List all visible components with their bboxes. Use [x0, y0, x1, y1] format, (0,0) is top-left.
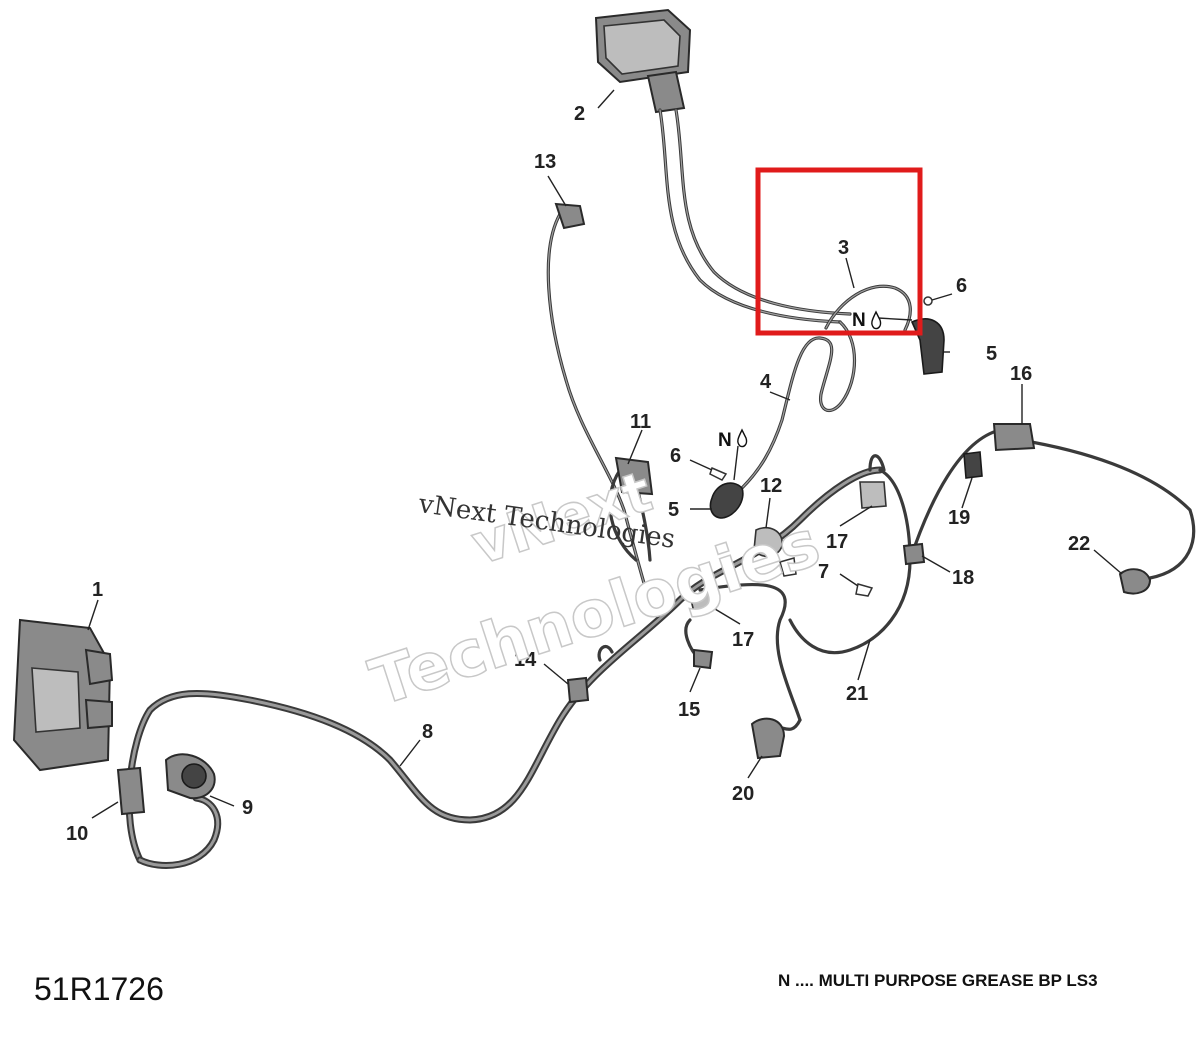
highlight-box — [755, 167, 923, 336]
part-12-grommet — [753, 526, 783, 558]
part-11-connector — [608, 456, 654, 562]
callout-5-upper: 5 — [986, 343, 997, 365]
callout-7: 7 — [818, 561, 829, 583]
callout-18: 18 — [952, 567, 974, 589]
grease-mark-lower: N — [718, 428, 748, 451]
grease-mark-upper: N — [852, 310, 882, 331]
callout-8: 8 — [422, 721, 433, 743]
callout-4: 4 — [760, 371, 772, 393]
part-20-connector — [750, 717, 786, 760]
callout-13: 13 — [534, 151, 556, 173]
callout-labels: 1 2 3 4 5 5 6 6 7 8 9 10 11 12 13 14 15 … — [66, 103, 1090, 845]
part-6-clip-upper — [923, 296, 933, 306]
part-5-boot-upper — [910, 318, 945, 375]
callout-3: 3 — [838, 237, 849, 259]
callout-11: 11 — [630, 411, 651, 433]
part-22-connector — [1118, 568, 1152, 595]
part-7-clips — [779, 557, 874, 597]
callout-5-lower: 5 — [668, 499, 679, 521]
svg-text:N: N — [852, 310, 866, 331]
part-6-clip-lower — [709, 466, 728, 481]
part-8-main-harness — [125, 428, 1196, 869]
battery-cable-pair — [658, 108, 852, 324]
part-17-connector-lower — [689, 589, 717, 613]
part-2-module — [594, 8, 692, 114]
svg-text:N: N — [718, 430, 732, 451]
diagram-code: 51R1726 — [34, 971, 164, 1007]
callout-6-upper: 6 — [956, 275, 967, 297]
callout-17-lower: 17 — [732, 629, 754, 651]
callout-14: 14 — [514, 649, 537, 671]
callout-2: 2 — [574, 103, 585, 125]
callout-20: 20 — [732, 783, 754, 805]
callout-10: 10 — [66, 823, 88, 845]
part-19-connector — [963, 451, 983, 479]
callout-12: 12 — [760, 475, 782, 497]
part-3-wire — [824, 284, 912, 332]
droplet-icon — [871, 310, 882, 330]
part-17-connector-upper — [859, 481, 887, 509]
part-13-sensor-wire — [546, 202, 648, 592]
callout-16: 16 — [1010, 363, 1032, 385]
part-15-sensor — [693, 648, 714, 670]
callout-22: 22 — [1068, 533, 1090, 555]
part-5-boot-lower — [709, 482, 744, 519]
callout-1: 1 — [92, 579, 103, 601]
part-16-connector — [992, 423, 1036, 452]
part-9-connector — [164, 753, 216, 800]
part-18-connector — [902, 542, 926, 566]
leader-lines — [87, 89, 1123, 819]
callout-6-lower: 6 — [670, 445, 681, 467]
part-1-ecm — [12, 618, 114, 772]
callout-9: 9 — [242, 797, 253, 819]
callout-17-upper: 17 — [826, 531, 848, 553]
part-4-cable — [740, 320, 857, 490]
callout-15: 15 — [678, 699, 700, 721]
part-14-connector — [566, 676, 590, 704]
watermark: vNext Technologies vNext Technologies — [361, 459, 829, 722]
callout-19: 19 — [948, 507, 970, 529]
droplet-icon — [737, 428, 748, 448]
legend-note: N .... MULTI PURPOSE GREASE BP LS3 — [778, 971, 1098, 990]
callout-21: 21 — [846, 683, 868, 705]
part-10-connector — [116, 766, 146, 816]
